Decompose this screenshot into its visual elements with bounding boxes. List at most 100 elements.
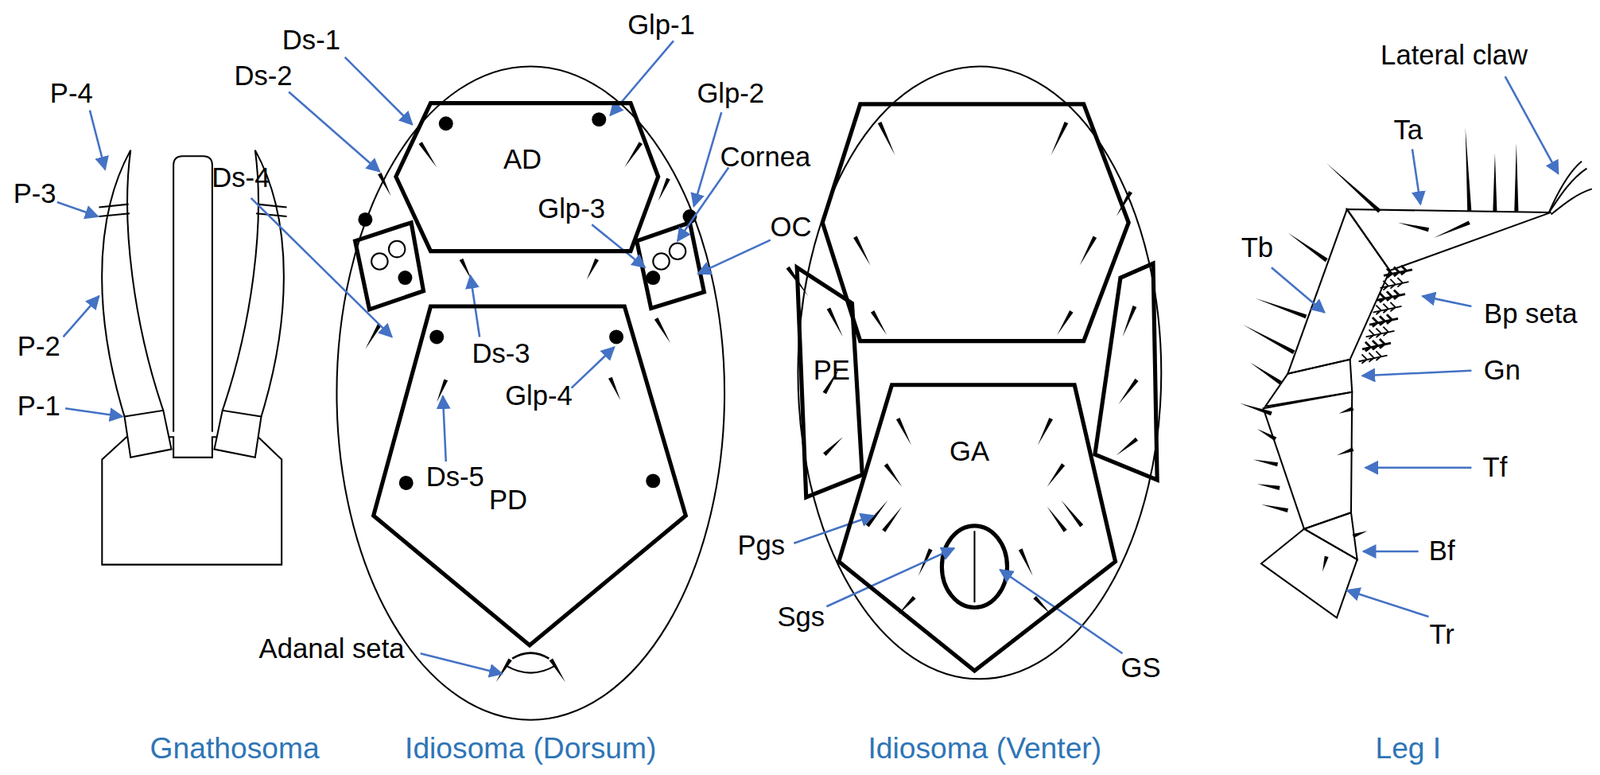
seta xyxy=(884,462,903,487)
plate-label: GA xyxy=(949,438,990,467)
seta xyxy=(881,505,902,532)
plate-label: PD xyxy=(489,485,528,514)
seta xyxy=(377,172,391,196)
leg-drawing xyxy=(1261,161,1593,618)
part-label: Tf xyxy=(1482,453,1507,482)
part-label: Adanal seta xyxy=(259,635,405,664)
panel-title: Idiosoma (Dorsum) xyxy=(404,733,657,763)
plate: AD xyxy=(393,100,661,254)
plate-shape xyxy=(396,103,659,252)
seta xyxy=(827,306,843,337)
bp-seta-stroke xyxy=(1376,289,1406,302)
plate-label: PE xyxy=(813,356,851,385)
panel-title: Idiosoma (Venter) xyxy=(867,733,1102,763)
part-label: Tb xyxy=(1241,233,1274,262)
part-label: Ds-2 xyxy=(233,62,292,91)
seta xyxy=(877,121,896,156)
seta xyxy=(1037,417,1053,446)
seta xyxy=(1326,163,1381,213)
seta xyxy=(1465,127,1472,211)
idiosoma-dorsum-drawing xyxy=(336,66,725,719)
seta xyxy=(365,323,381,350)
seta xyxy=(1261,504,1289,513)
plate-label: AD xyxy=(503,146,542,175)
seta xyxy=(1514,143,1519,212)
seta xyxy=(1122,305,1138,337)
part-label: Sgs xyxy=(776,603,825,632)
setae xyxy=(365,121,1519,682)
seta xyxy=(1322,555,1329,572)
glandularia-dots xyxy=(357,112,697,490)
panel-title: Leg I xyxy=(1374,733,1441,763)
seta xyxy=(1116,437,1138,456)
bp-seta-stroke xyxy=(1383,265,1413,278)
seta xyxy=(586,258,599,280)
seta xyxy=(1116,190,1133,217)
seta xyxy=(866,500,889,528)
seta xyxy=(1118,378,1138,404)
part-label: Ds-4 xyxy=(211,164,270,193)
seta xyxy=(1239,403,1273,416)
seta xyxy=(1254,298,1307,319)
seta xyxy=(1492,152,1497,211)
seta xyxy=(1287,233,1328,263)
part-label: Lateral claw xyxy=(1380,42,1528,70)
plate: GA xyxy=(836,382,1118,672)
seta xyxy=(1253,458,1278,467)
part-label: P-2 xyxy=(17,333,61,362)
bp-seta-stroke xyxy=(1380,277,1410,290)
bp-seta-stroke xyxy=(1359,350,1388,363)
bp-seta-stroke xyxy=(1369,314,1399,327)
seta xyxy=(1056,310,1073,335)
part-label: GS xyxy=(1121,654,1162,683)
bp-seta-stroke xyxy=(1373,302,1402,315)
plate-shape xyxy=(373,306,687,645)
seta xyxy=(1339,406,1355,414)
seta xyxy=(1242,324,1295,354)
part-label: Bp seta xyxy=(1483,300,1577,329)
bp-seta-stroke xyxy=(1362,338,1391,351)
plate-shape xyxy=(838,384,1116,671)
seta xyxy=(1257,428,1277,441)
seta xyxy=(853,235,871,265)
plate: PE xyxy=(795,265,865,500)
part-label: Glp-4 xyxy=(504,382,573,411)
idiosoma-venter-drawing xyxy=(797,66,1162,679)
seta xyxy=(1352,530,1368,538)
seta xyxy=(1398,222,1430,232)
seta xyxy=(1051,121,1069,156)
seta xyxy=(496,658,513,683)
seta xyxy=(549,658,566,683)
part-label: P-1 xyxy=(17,392,61,420)
part-label: Bf xyxy=(1429,537,1456,566)
seta xyxy=(624,141,643,167)
part-label: Glp-3 xyxy=(537,195,606,224)
seta xyxy=(870,310,887,335)
part-label: P-4 xyxy=(50,80,94,109)
seta xyxy=(654,317,671,343)
part-label: Glp-2 xyxy=(696,80,765,109)
seta xyxy=(1047,462,1066,487)
seta xyxy=(1079,235,1098,265)
seta xyxy=(1250,362,1282,385)
part-label: OC xyxy=(769,213,812,242)
seta xyxy=(1336,446,1354,455)
plate-shape xyxy=(796,267,863,498)
part-label: P-3 xyxy=(13,179,57,208)
seta xyxy=(1257,483,1281,490)
part-label: Tr xyxy=(1429,621,1454,649)
gnathosoma-drawing xyxy=(98,150,287,565)
plate-outline xyxy=(836,382,1118,672)
part-label: Ta xyxy=(1394,116,1424,145)
part-label: Ds-5 xyxy=(426,463,485,492)
seta xyxy=(823,436,843,456)
panel-title: Gnathosoma xyxy=(150,733,320,763)
part-label: Pgs xyxy=(737,532,785,560)
seta xyxy=(1018,547,1034,575)
bp-seta-stroke xyxy=(1366,326,1395,339)
part-label: Gn xyxy=(1483,356,1521,385)
part-label: Ds-1 xyxy=(282,27,341,55)
seta xyxy=(1047,505,1068,532)
seta xyxy=(658,177,671,201)
